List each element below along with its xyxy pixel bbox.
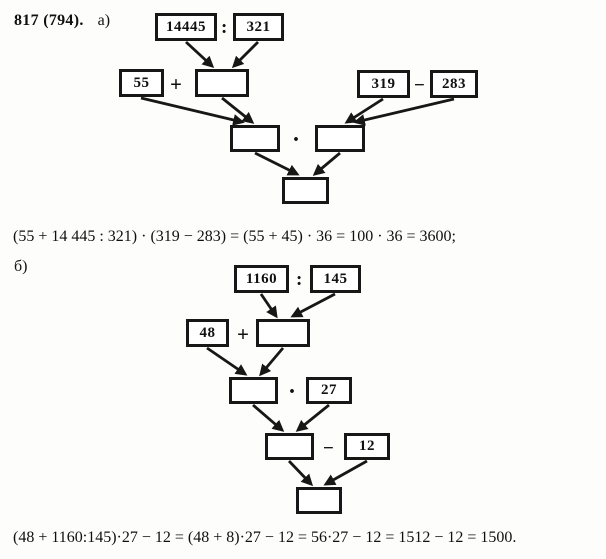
b-multiplier-box: 27	[306, 377, 352, 404]
equation-a: (55 + 14 445 : 321) · (319 − 283) = (55 …	[13, 228, 456, 245]
arrow-a-divisor-to-quotient	[231, 41, 259, 69]
arrow-a-minuend-to-difference	[344, 97, 384, 124]
arrow-a-quotient-to-sum	[221, 96, 255, 124]
a-divide-sign: :	[221, 17, 228, 38]
problem-header: 817 (794). а)	[14, 12, 110, 30]
a-subtrahend-box: 283	[430, 70, 478, 98]
b-quotient-box	[256, 319, 310, 347]
arrow-b-sum-to-product	[252, 403, 285, 432]
a-difference-box	[315, 125, 365, 152]
arrow-b-subtrahend-to-result	[323, 459, 368, 486]
arrow-b-multiplier-to-product	[295, 403, 330, 432]
a-minus-sign: −	[414, 75, 425, 96]
b-multiply-sign: ·	[288, 379, 297, 405]
b-subtrahend-box: 12	[344, 433, 390, 460]
b-divisor-box: 145	[310, 265, 361, 293]
a-addend-box: 55	[119, 69, 164, 97]
b-result-box	[296, 487, 342, 514]
b-sum-box	[229, 377, 278, 404]
b-addend-box: 48	[186, 319, 229, 347]
arrow-a-sum-to-product	[254, 151, 300, 176]
a-minuend-box: 319	[357, 70, 410, 98]
b-product-box	[265, 433, 314, 460]
arrow-b-quotient-to-sum	[259, 347, 285, 377]
arrow-a-addend-to-sum	[140, 96, 245, 126]
a-dividend-box: 14445	[155, 13, 217, 41]
arrow-b-dividend-to-quotient	[259, 293, 278, 319]
arrow-a-dividend-to-quotient	[185, 40, 215, 68]
arrow-a-subtrahend-to-difference	[353, 97, 455, 126]
b-dividend-box: 1160	[234, 265, 289, 293]
a-sum-box	[230, 125, 280, 152]
b-plus-sign: +	[237, 322, 249, 346]
arrow-b-addend-to-sum	[206, 346, 248, 376]
a-quotient-box	[195, 69, 249, 97]
b-divide-sign: :	[296, 269, 303, 290]
part-a-label: а)	[97, 12, 111, 29]
a-multiply-sign: ·	[292, 127, 301, 153]
b-minus-sign: −	[323, 438, 334, 459]
arrow-a-difference-to-product	[312, 151, 341, 176]
part-b-label: б)	[14, 258, 28, 275]
equation-b: (48 + 1160:145)·27 − 12 = (48 + 8)·27 − …	[13, 529, 517, 546]
a-divisor-box: 321	[233, 13, 284, 41]
a-product-box	[282, 177, 329, 204]
arrow-b-product-to-result	[287, 460, 314, 487]
arrow-b-divisor-to-quotient	[290, 292, 336, 318]
problem-number: 817 (794).	[14, 12, 84, 29]
a-plus-sign: +	[170, 72, 182, 96]
